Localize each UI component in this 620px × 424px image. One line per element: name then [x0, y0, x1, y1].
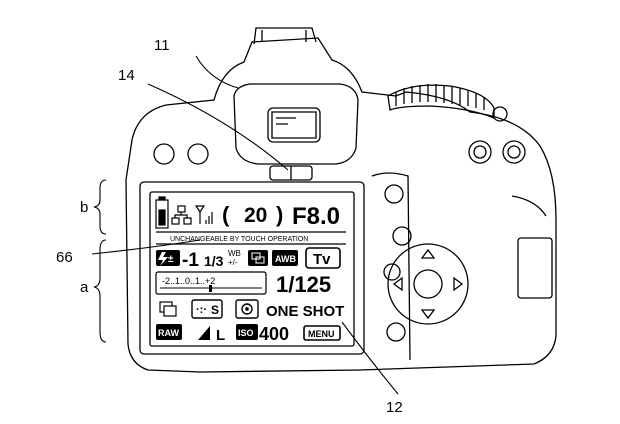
- battery-icon: [155, 196, 169, 229]
- flash-comp-fraction: 1/3: [204, 253, 224, 269]
- arrow-right: [453, 276, 464, 292]
- callout-12: 12: [386, 399, 403, 416]
- svg-text:ISO: ISO: [238, 328, 254, 338]
- awb-badge: AWB: [272, 250, 298, 266]
- aperture-value: F8.0: [292, 203, 340, 230]
- metering-icon: [235, 299, 259, 319]
- callout-11: 11: [154, 37, 170, 54]
- leader-66: [91, 239, 201, 255]
- quality-size: L: [216, 327, 225, 344]
- button-side-1: [384, 184, 404, 204]
- flash-comp-icon: ±: [156, 250, 180, 266]
- wb-bracket-icon: [248, 250, 268, 266]
- flash-comp-value: -1: [182, 250, 199, 271]
- brace-b: [93, 179, 107, 235]
- quality-icon: RAW: [156, 324, 182, 340]
- arrow-left: [392, 276, 403, 292]
- svg-text:): ): [276, 202, 283, 227]
- eyecup: [233, 83, 359, 165]
- quality-wedge: [198, 326, 210, 340]
- button-right-1: [468, 140, 492, 164]
- signal-icon: [194, 205, 213, 224]
- svg-text:±: ±: [168, 254, 174, 265]
- svg-text:·:·: ·:·: [196, 304, 207, 316]
- brace-a: [93, 239, 107, 343]
- network-icon: [171, 205, 192, 225]
- shutter-speed: 1/125: [276, 272, 331, 297]
- callout-a: a: [80, 279, 89, 296]
- af-mode: ONE SHOT: [266, 303, 344, 320]
- card-door: [517, 237, 553, 299]
- callout-66: 66: [56, 249, 73, 266]
- svg-text:Tv: Tv: [313, 251, 331, 268]
- leader-14: [147, 83, 289, 171]
- svg-text:MENU: MENU: [308, 329, 335, 339]
- button-side-4: [386, 322, 406, 342]
- shots-remaining: 20: [244, 204, 267, 227]
- iso-badge: ISO: [236, 324, 258, 340]
- button-side-2: [392, 226, 412, 246]
- wb-shift: +/-: [228, 258, 238, 267]
- svg-text:(: (: [222, 202, 230, 227]
- iso-value: 400: [259, 324, 289, 344]
- top-hump: [253, 27, 317, 45]
- arrow-up: [420, 248, 436, 259]
- callout-b: b: [80, 199, 88, 216]
- lcd-content: ( 20 ) F8.0 UNCHANGEABLE BY TOUCH OPERAT…: [155, 196, 344, 344]
- shooting-mode: Tv: [305, 247, 341, 269]
- callout-14: 14: [118, 67, 135, 84]
- button-side-3: [383, 263, 401, 281]
- control-dial-outer: [387, 243, 469, 325]
- drive-mode-icon: [159, 301, 177, 317]
- svg-text:AWB: AWB: [275, 254, 296, 264]
- set-button: [413, 269, 443, 299]
- button-left-2: [187, 143, 209, 165]
- button-right-2: [502, 140, 526, 164]
- wb-label: WB: [228, 249, 241, 258]
- svg-text:RAW: RAW: [158, 328, 180, 338]
- dial-button: [492, 106, 508, 122]
- touch-notice: UNCHANGEABLE BY TOUCH OPERATION: [170, 236, 308, 243]
- exposure-scale: -2..1..0..1..+2: [155, 271, 267, 295]
- menu-badge: MENU: [303, 325, 341, 341]
- arrow-down: [420, 309, 436, 320]
- leader-12: [341, 321, 399, 395]
- button-left-1: [153, 143, 175, 165]
- leader-11: [195, 55, 239, 89]
- svg-text:-2..1..0..1..+2: -2..1..0..1..+2: [162, 276, 215, 286]
- af-point-icon: ·:· S: [191, 299, 223, 319]
- camera-body-outline: [125, 37, 557, 373]
- svg-text:S: S: [211, 303, 219, 317]
- lcd-screen: [149, 191, 355, 347]
- lcd-frame: [139, 181, 365, 355]
- viewfinder-window: [267, 107, 321, 143]
